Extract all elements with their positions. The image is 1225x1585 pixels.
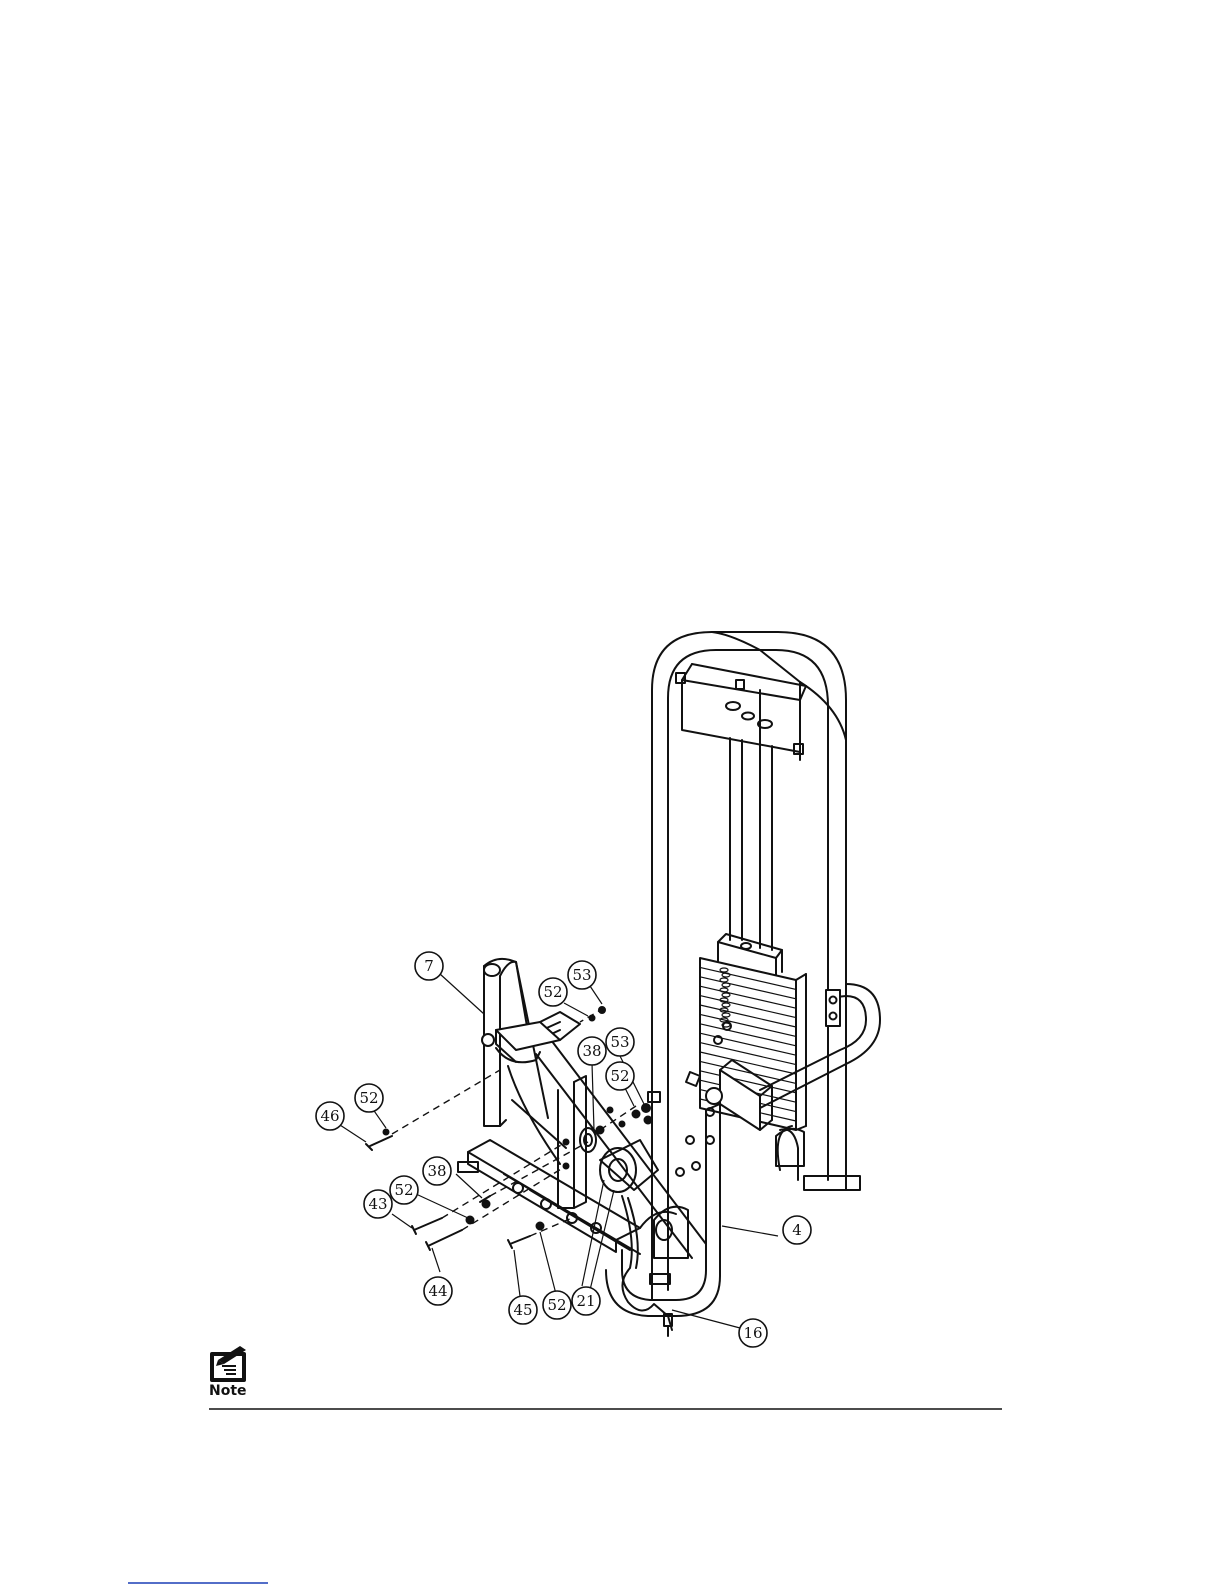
- callout-38a[interactable]: 38: [578, 1037, 606, 1065]
- svg-text:52: 52: [394, 1181, 413, 1199]
- svg-text:4: 4: [792, 1221, 802, 1239]
- callout-21[interactable]: 21: [572, 1287, 600, 1315]
- callout-38b[interactable]: 38: [423, 1157, 451, 1185]
- svg-text:38: 38: [582, 1042, 601, 1060]
- svg-text:53: 53: [610, 1033, 629, 1051]
- callout-16[interactable]: 16: [739, 1319, 767, 1347]
- svg-text:52: 52: [543, 983, 562, 1001]
- machine-frame: [652, 632, 846, 1300]
- svg-text:16: 16: [743, 1324, 762, 1342]
- note-block: Note: [209, 1346, 247, 1399]
- callout-44[interactable]: 44: [424, 1277, 452, 1305]
- svg-text:43: 43: [368, 1195, 387, 1213]
- callout-53a[interactable]: 53: [568, 961, 596, 989]
- callout-52d[interactable]: 52: [390, 1176, 418, 1204]
- svg-text:21: 21: [576, 1292, 595, 1310]
- svg-text:38: 38: [427, 1162, 446, 1180]
- bolt-43: [414, 1218, 442, 1230]
- svg-text:46: 46: [320, 1107, 339, 1125]
- bolt-44: [428, 1230, 462, 1246]
- cam-pulley: [600, 1148, 636, 1192]
- note-label: Note: [209, 1383, 247, 1399]
- svg-text:52: 52: [359, 1089, 378, 1107]
- svg-text:45: 45: [513, 1301, 532, 1319]
- cable-hose: [622, 1196, 672, 1330]
- callout-4[interactable]: 4: [783, 1216, 811, 1244]
- callout-52a[interactable]: 52: [539, 978, 567, 1006]
- note-pencil-icon: [210, 1346, 246, 1382]
- callout-52e[interactable]: 52: [543, 1291, 571, 1319]
- svg-text:53: 53: [572, 966, 591, 984]
- callout-52b[interactable]: 52: [606, 1062, 634, 1090]
- svg-text:7: 7: [424, 957, 434, 975]
- callout-52c[interactable]: 52: [355, 1084, 383, 1112]
- bolt-45: [510, 1236, 530, 1244]
- svg-text:44: 44: [428, 1282, 447, 1300]
- callout-53b[interactable]: 53: [606, 1028, 634, 1056]
- callout-7[interactable]: 7: [415, 952, 443, 980]
- callout-43[interactable]: 43: [364, 1190, 392, 1218]
- svg-text:52: 52: [610, 1067, 629, 1085]
- callout-46[interactable]: 46: [316, 1102, 344, 1130]
- callout-45[interactable]: 45: [509, 1296, 537, 1324]
- svg-text:52: 52: [547, 1296, 566, 1314]
- bolt-46: [370, 1136, 392, 1146]
